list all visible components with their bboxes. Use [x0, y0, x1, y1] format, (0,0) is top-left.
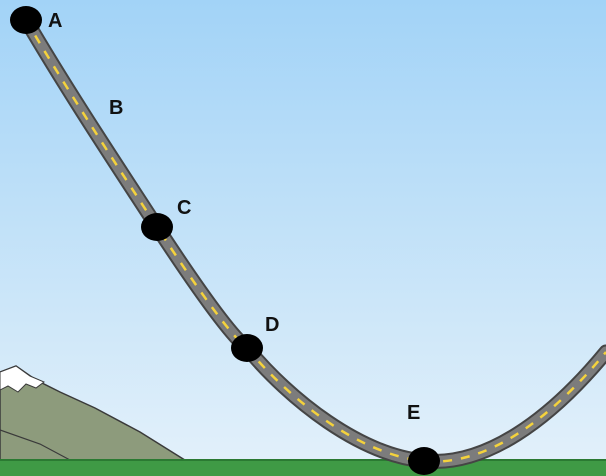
mountain-snow-cap — [0, 365, 45, 393]
marker-e — [408, 447, 440, 475]
markers — [10, 6, 440, 475]
ground — [0, 460, 606, 476]
label-c: C — [177, 197, 191, 219]
label-e: E — [407, 402, 420, 424]
marker-c — [141, 213, 173, 241]
marker-a — [10, 6, 42, 34]
label-d: D — [265, 314, 279, 336]
marker-d — [231, 334, 263, 362]
labels: A B C D E — [48, 10, 420, 424]
label-a: A — [48, 10, 62, 32]
label-b: B — [109, 97, 123, 119]
mountain-ridge-line — [0, 429, 71, 461]
